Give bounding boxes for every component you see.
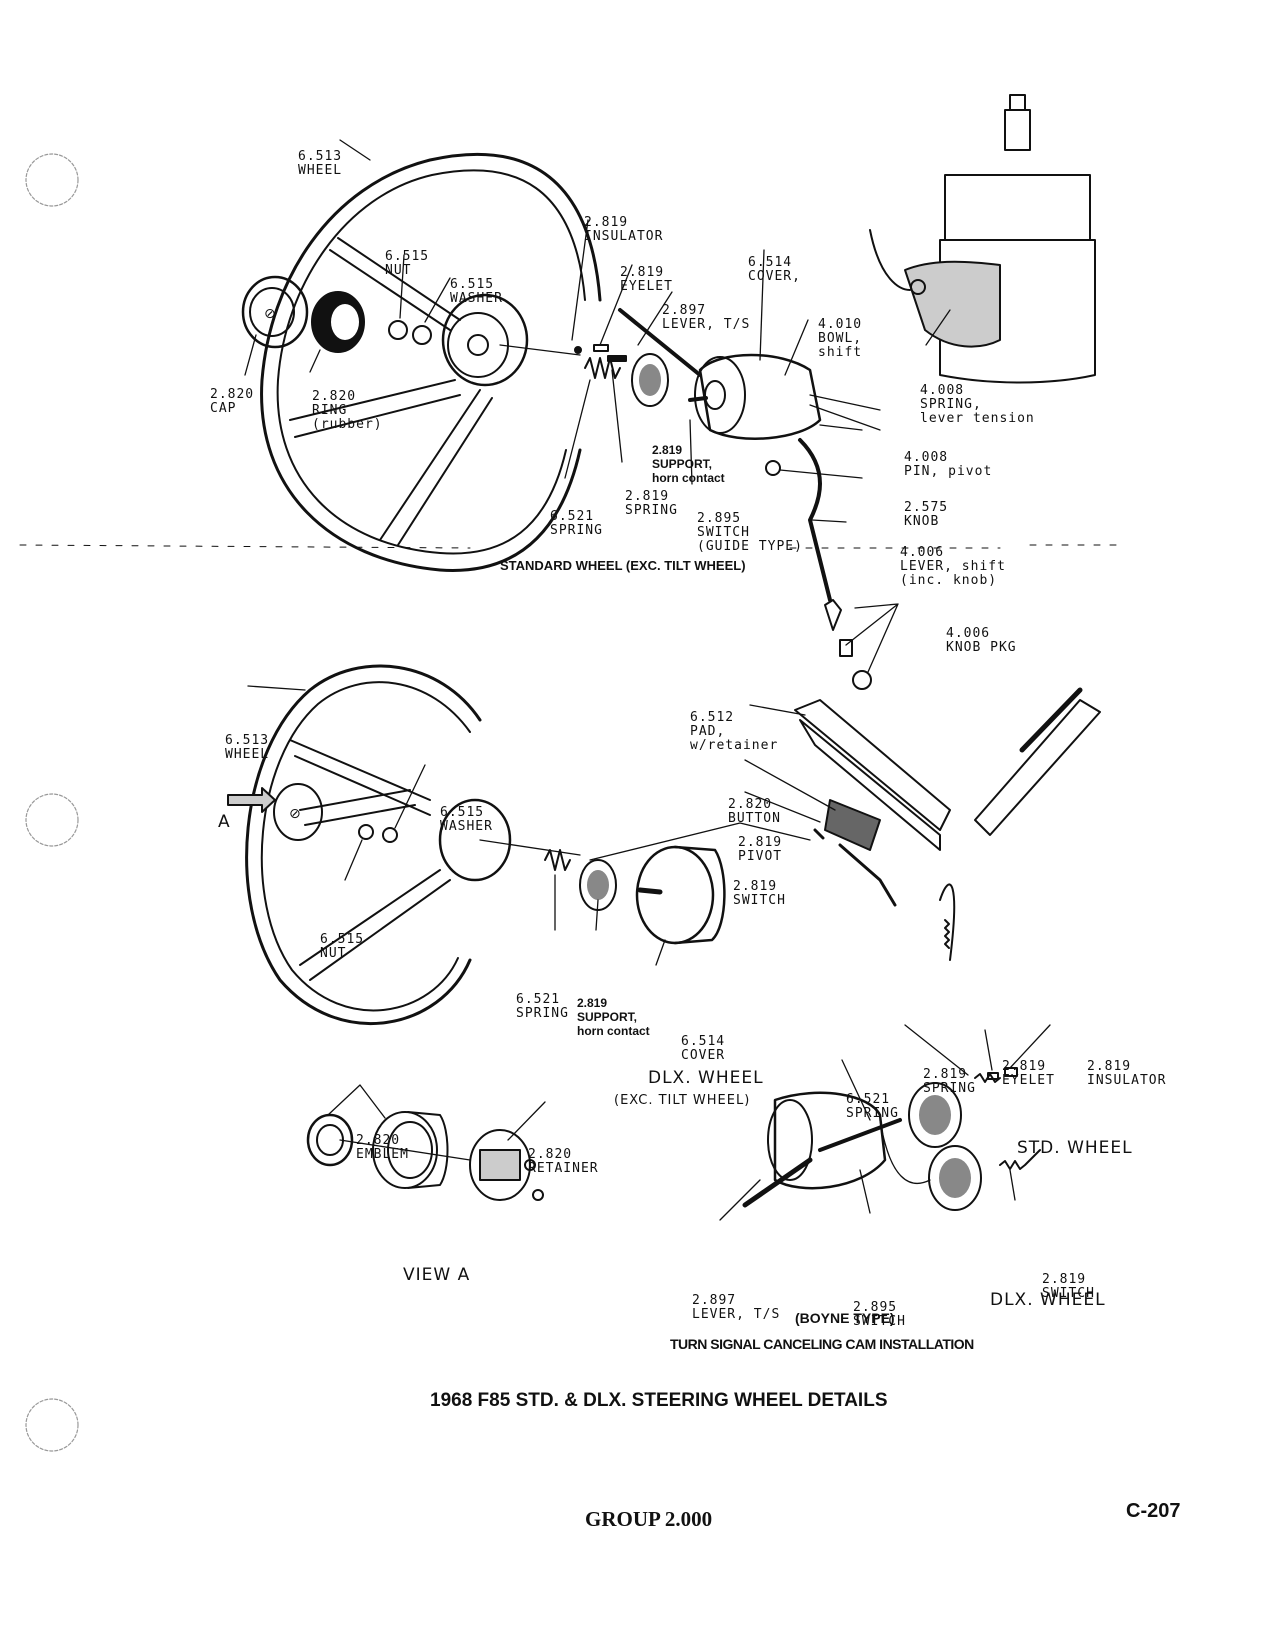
binder-holes (25, 153, 79, 1452)
std-leader-lines (244, 139, 951, 673)
label-view-letter: A (218, 812, 231, 832)
std-shift-lever (765, 438, 872, 690)
std-column-top-detail (869, 94, 1096, 384)
page-number: C-207 (1126, 1500, 1181, 1522)
cam-leader-lines (719, 1024, 1051, 1221)
view-a-art (306, 1084, 546, 1201)
std-cap: ⊘ (241, 275, 309, 349)
svg-text:⊘: ⊘ (289, 806, 301, 822)
dlx-hub-parts (479, 839, 726, 945)
cam-std-wheel: STD. WHEEL (1017, 1138, 1133, 1158)
dlx-caption-title: DLX. WHEEL (648, 1068, 764, 1088)
cam-caption: TURN SIGNAL CANCELING CAM INSTALLATION (670, 1336, 974, 1352)
std-washer-shape (412, 325, 432, 345)
std-ring (311, 291, 365, 353)
dlx-pad (794, 687, 1101, 961)
cam-art (742, 1067, 1041, 1211)
std-nut-shape (388, 320, 408, 340)
main-title: 1968 F85 STD. & DLX. STEERING WHEEL DETA… (430, 1390, 888, 1411)
view-a-caption: VIEW A (403, 1265, 471, 1285)
std-column-cover (618, 308, 881, 440)
std-caption: STANDARD WHEEL (EXC. TILT WHEEL) (500, 558, 746, 573)
std-spring-contact (574, 344, 669, 407)
dlx-leader-lines (247, 685, 836, 966)
cam-dlx-wheel: DLX. WHEEL (990, 1290, 1106, 1310)
std-steering-wheel (260, 152, 602, 572)
dlx-caption-sub: (EXC. TILT WHEEL) (614, 1093, 751, 1108)
footer-group: GROUP 2.000 (585, 1507, 713, 1531)
cam-boyne-type: (BOYNE TYPE) (795, 1310, 895, 1326)
svg-text:⊘: ⊘ (264, 306, 276, 322)
dlx-steering-wheel: ⊘ (245, 664, 512, 1025)
dlx-view-arrow (227, 787, 276, 813)
